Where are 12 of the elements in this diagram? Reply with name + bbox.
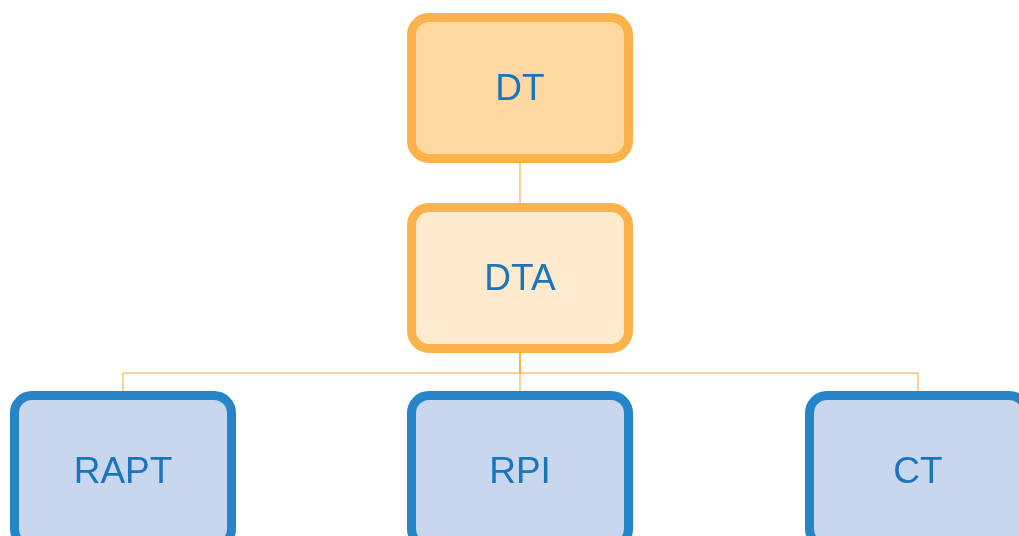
node-label: RPI [489, 450, 551, 492]
process-box [407, 391, 633, 536]
process-box [805, 391, 1019, 536]
connector-line [519, 162, 521, 204]
process-box [407, 203, 633, 353]
process-box [407, 13, 633, 163]
node-label: CT [893, 450, 943, 492]
connector-line [519, 352, 919, 392]
process-box [10, 391, 236, 536]
node-label: DTA [484, 257, 556, 299]
node-label: DT [495, 67, 545, 109]
node-label: RAPT [73, 450, 173, 492]
